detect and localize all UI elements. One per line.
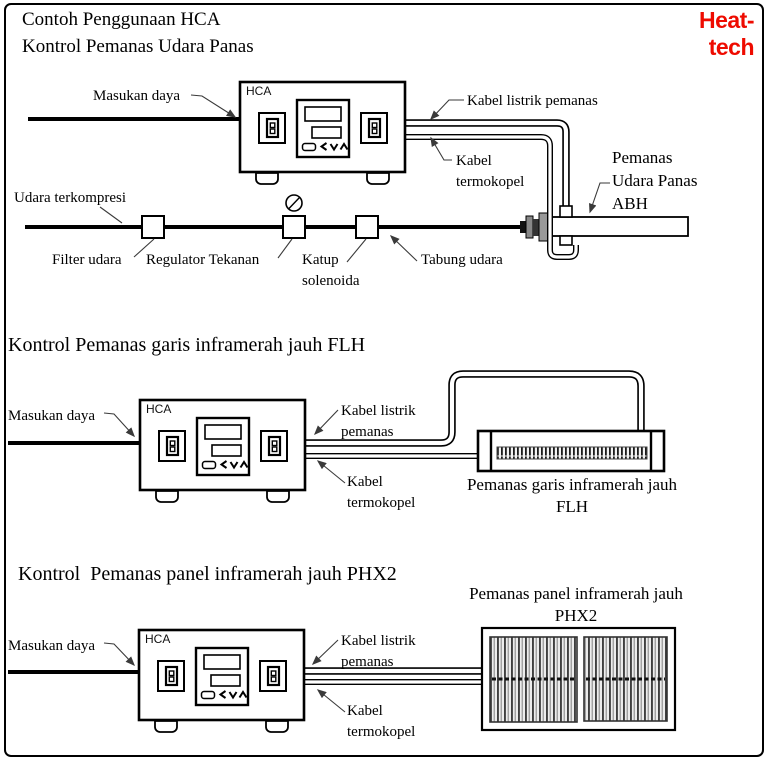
leader-heater-cable-3: [311, 639, 339, 665]
flh-heater-label: Pemanas garis inframerah jauh FLH: [466, 475, 678, 516]
air-filter-box: [141, 215, 165, 239]
phx2-heater-label: Pemanas panel inframerah jauh PHX2: [469, 584, 683, 625]
abh-inlet-connector: [520, 212, 549, 242]
section2-title: Kontrol Pemanas garis inframerah jauh FL…: [8, 334, 366, 356]
pressure-regulator-box: [282, 215, 306, 239]
abh-heater-tube: [547, 216, 689, 237]
thermocouple-cable-label-3: Kabel termokopel: [347, 703, 416, 740]
abh-heater-label: Pemanas Udara Panas ABH: [612, 148, 698, 213]
hca-controller-label-2: HCA: [146, 402, 172, 416]
leader-thermocouple-2: [316, 460, 346, 484]
heater-cable-label-1: Kabel listrik pemanas: [467, 93, 598, 109]
solenoid-valve-box: [355, 215, 379, 239]
diagram-border: [4, 3, 764, 757]
flh-heating-element-strip: [496, 446, 648, 460]
brand-logo: Heat-tech: [698, 7, 755, 60]
section3-title: Kontrol Pemanas panel inframerah jauh PH…: [18, 563, 397, 585]
thermocouple-cable-label-1: Kabel termokopel: [456, 153, 525, 190]
leader-pressure-regulator: [277, 238, 293, 259]
leader-thermocouple-1: [430, 136, 452, 161]
gauge-needle-icon: [288, 197, 301, 209]
hca-controller-label-3: HCA: [145, 632, 171, 646]
heater-cable-label-3: Kabel listrik pemanas: [341, 633, 416, 670]
cable-gland-top: [559, 205, 573, 218]
leader-abh-heater: [589, 182, 610, 214]
heater-cable-label-2: Kabel listrik pemanas: [341, 403, 416, 440]
thermocouple-cable-label-2: Kabel termokopel: [347, 474, 416, 511]
solenoid-valve-label: Katup solenoida: [302, 252, 360, 289]
power-input-label-2: Masukan daya: [8, 408, 96, 424]
leader-heater-cable-1: [430, 99, 464, 121]
power-input-label-1: Masukan daya: [93, 88, 181, 104]
leader-power-2: [103, 412, 135, 438]
hca-controller-label-1: HCA: [246, 84, 272, 98]
compressed-air-label: Udara terkompresi: [14, 190, 127, 206]
cable-gland-bottom: [559, 235, 573, 246]
leader-thermocouple-3: [316, 689, 346, 713]
leader-air-tube: [389, 234, 418, 262]
leader-heater-cable-2: [314, 409, 339, 436]
air-filter-label: Filter udara: [52, 252, 122, 268]
page-title: Contoh Penggunaan HCA: [22, 9, 221, 30]
power-input-label-3: Masukan daya: [8, 638, 96, 654]
air-tube-label: Tabung udara: [421, 252, 503, 268]
leader-compressed-air: [99, 206, 123, 224]
leader-solenoid-valve: [346, 238, 367, 263]
section1-title: Kontrol Pemanas Udara Panas: [22, 36, 254, 57]
leader-power-1: [190, 94, 237, 118]
pressure-regulator-label: Regulator Tekanan: [146, 252, 260, 268]
leader-power-3: [103, 642, 135, 667]
leader-air-filter: [133, 238, 155, 258]
